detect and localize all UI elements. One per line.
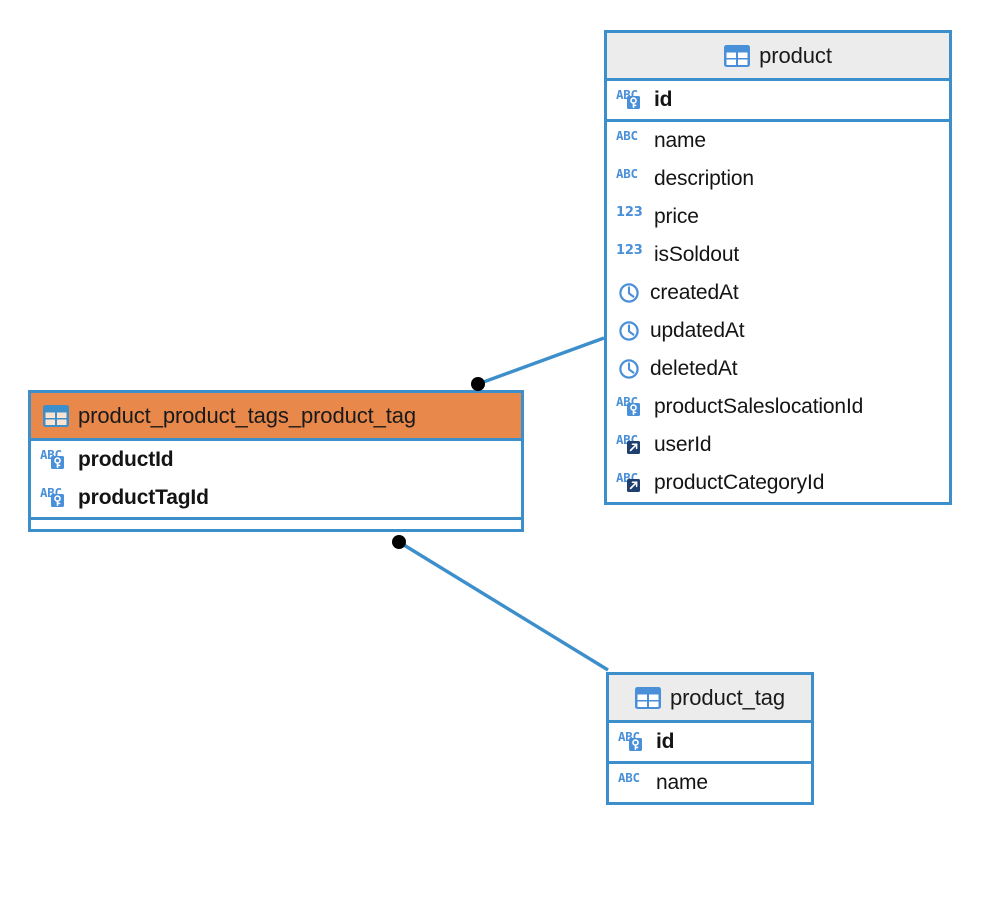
table table-icon [634, 686, 661, 709]
relationship-product-to-junction[interactable] [477, 336, 605, 386]
type string-icon: ABC [618, 770, 648, 796]
entity-header-product[interactable]: product [607, 33, 949, 81]
clock datetime-icon [616, 356, 642, 382]
entity-section: ABC id [607, 81, 949, 119]
entity-section: ABC id [609, 723, 811, 761]
type string-primary-key-icon: ABC [616, 394, 646, 420]
field-name: description [654, 167, 754, 190]
entity-section: ABC name [609, 761, 811, 802]
field-name: price [654, 205, 699, 228]
field-row-name[interactable]: ABC name [609, 764, 811, 802]
field-name: id [654, 88, 673, 111]
field-name: name [654, 129, 706, 152]
field-row-productSaleslocationId[interactable]: ABC productSaleslocationId [607, 388, 949, 426]
field-name: deletedAt [650, 357, 738, 380]
type string-primary-key-icon: ABC [618, 729, 648, 755]
field-row-updatedAt[interactable]: updatedAt [607, 312, 949, 350]
table table-icon [43, 404, 69, 427]
entity-header-product_product_tags_product_tag[interactable]: product_product_tags_product_tag [31, 393, 521, 441]
endpoint-junction-top[interactable] [471, 377, 485, 391]
clock datetime-icon [616, 280, 642, 306]
entity-title: product_product_tags_product_tag [78, 402, 417, 428]
field-name: productCategoryId [654, 471, 825, 494]
field-row-deletedAt[interactable]: deletedAt [607, 350, 949, 388]
field-row-userId[interactable]: ABC userId [607, 426, 949, 464]
svg-text:123: 123 [616, 243, 643, 258]
field-name: updatedAt [650, 319, 745, 342]
type string-foreign-key-icon: ABC [616, 470, 646, 496]
field-row-id[interactable]: ABC id [609, 723, 811, 761]
field-row-name[interactable]: ABC name [607, 122, 949, 160]
type string-icon: ABC [616, 128, 646, 154]
field-name: userId [654, 433, 712, 456]
field-row-createdAt[interactable]: createdAt [607, 274, 949, 312]
entity-header-product_tag[interactable]: product_tag [609, 675, 811, 723]
type string-icon: ABC [616, 166, 646, 192]
field-name: createdAt [650, 281, 739, 304]
svg-text:ABC: ABC [616, 128, 638, 143]
entity-title: product [759, 42, 832, 68]
clock datetime-icon [616, 318, 642, 344]
field-name: productTagId [78, 486, 209, 509]
field-row-description[interactable]: ABC description [607, 160, 949, 198]
relationship-junction-to-product-tag[interactable] [398, 540, 609, 672]
field-row-price[interactable]: 123 price [607, 198, 949, 236]
type string-foreign-key-icon: ABC [616, 432, 646, 458]
endpoint-junction-bottom[interactable] [392, 535, 406, 549]
field-row-productCategoryId[interactable]: ABC productCategoryId [607, 464, 949, 502]
field-name: productId [78, 448, 174, 471]
field-name: name [656, 771, 708, 794]
entity-section-empty [31, 517, 521, 529]
svg-text:123: 123 [616, 205, 643, 220]
type number-icon: 123 [616, 242, 646, 268]
type string-primary-key-icon: ABC [40, 447, 70, 473]
table table-icon [724, 44, 751, 67]
type string-primary-key-icon: ABC [616, 87, 646, 113]
field-row-productId[interactable]: ABC productId [31, 441, 521, 479]
svg-text:ABC: ABC [618, 770, 640, 785]
type string-primary-key-icon: ABC [40, 485, 70, 511]
field-row-productTagId[interactable]: ABC productTagId [31, 479, 521, 517]
field-name: productSaleslocationId [654, 395, 864, 418]
field-name: id [656, 730, 675, 753]
entity-title: product_tag [669, 684, 786, 710]
field-name: isSoldout [654, 243, 740, 266]
type number-icon: 123 [616, 204, 646, 230]
field-row-id[interactable]: ABC id [607, 81, 949, 119]
field-row-isSoldout[interactable]: 123 isSoldout [607, 236, 949, 274]
svg-text:ABC: ABC [616, 166, 638, 181]
